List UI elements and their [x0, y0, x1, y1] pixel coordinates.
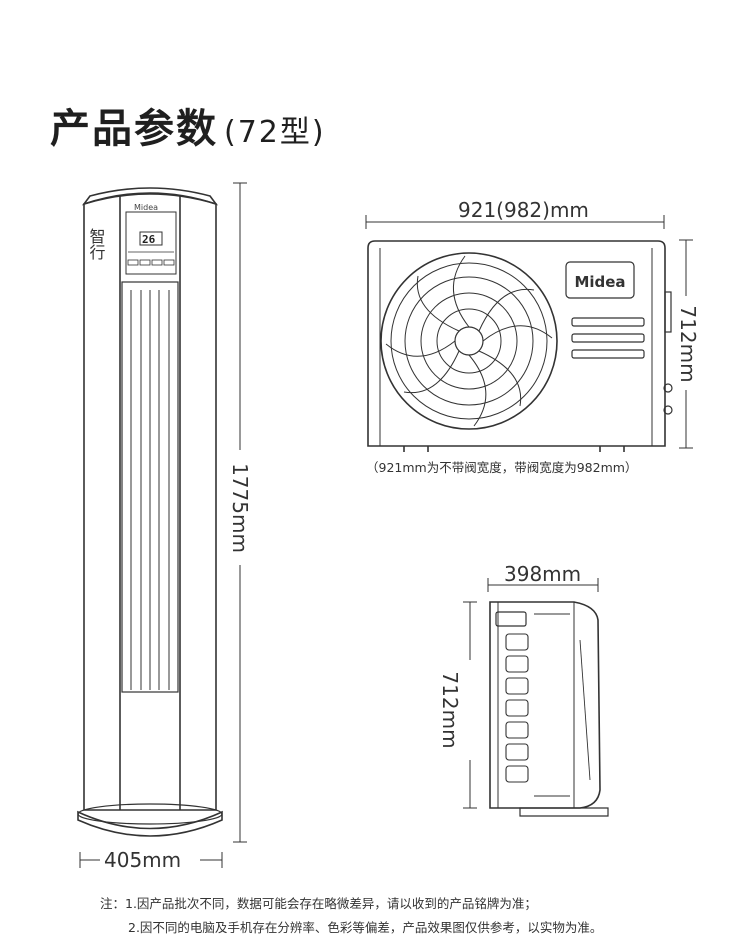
outdoor-brand-logo: Midea [574, 273, 625, 291]
indoor-brand-label: Midea [134, 203, 158, 212]
note-line-1: 注：1.因产品批次不同，数据可能会存在略微差异，请以收到的产品铭牌为准； [100, 896, 537, 911]
indoor-height-dimension [233, 182, 247, 843]
outdoor-width-dimension [365, 215, 665, 229]
outdoor-unit-side [489, 601, 609, 817]
note-line-2: 2.因不同的电脑及手机存在分辨率、色彩等偏差，产品效果图仅供参考，以实物为准。 [128, 920, 603, 935]
indoor-logo-text: 智行 [87, 228, 106, 261]
indoor-unit [77, 187, 223, 837]
outdoor-depth-label: 398mm [504, 562, 582, 586]
indoor-height-label: 1775mm [228, 463, 252, 553]
indoor-width-dimension [79, 852, 223, 868]
indoor-display-reading: 26 [142, 233, 156, 246]
outdoor-depth-dimension [487, 578, 599, 592]
outdoor-side-height-dimension [463, 601, 477, 809]
outdoor-height-dimension [679, 239, 693, 449]
indoor-width-label: 405mm [104, 848, 182, 872]
outdoor-side-height-label: 712mm [438, 671, 462, 749]
outdoor-unit-front [367, 240, 673, 452]
title-text: 产品参数 [50, 106, 218, 152]
outdoor-height-label: 712mm [676, 305, 700, 383]
title-model: (72型) [224, 115, 326, 150]
outdoor-valve-caption: （921mm为不带阀宽度，带阀宽度为982mm） [366, 460, 638, 475]
outdoor-width-label: 921(982)mm [458, 198, 589, 222]
page-title: 产品参数(72型) [50, 96, 326, 154]
